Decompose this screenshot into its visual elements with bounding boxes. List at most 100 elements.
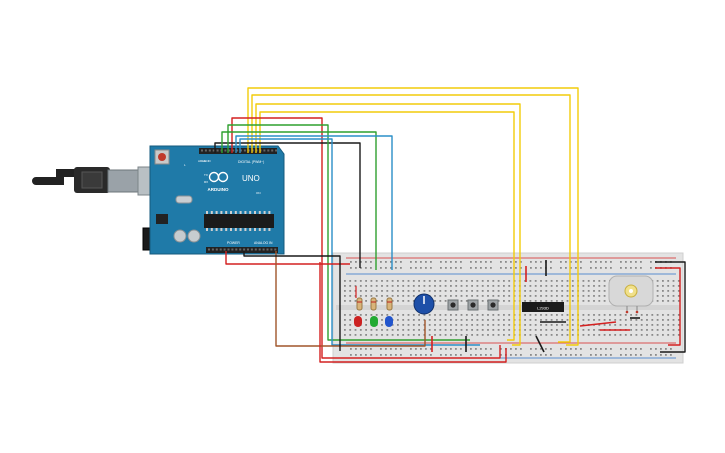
- breadboard-hole: [415, 261, 417, 263]
- breadboard-hole: [385, 348, 387, 350]
- breadboard-hole: [402, 329, 405, 331]
- breadboard-hole: [630, 267, 632, 269]
- breadboard-hole: [624, 324, 627, 326]
- breadboard-hole: [550, 300, 553, 302]
- breadboard-hole: [656, 329, 659, 331]
- breadboard-hole: [360, 354, 362, 356]
- breadboard-hole: [667, 285, 670, 287]
- breadboard-hole: [587, 314, 590, 316]
- breadboard-hole: [600, 354, 602, 356]
- breadboard-hole: [610, 261, 612, 263]
- breadboard-hole: [593, 314, 595, 316]
- breadboard-hole: [540, 354, 542, 356]
- breadboard-hole: [497, 334, 500, 336]
- breadboard-hole: [444, 324, 447, 326]
- breadboard-hole: [534, 314, 537, 316]
- breadboard-hole: [665, 348, 667, 350]
- breadboard-hole: [423, 290, 426, 292]
- breadboard-hole: [402, 280, 405, 282]
- breadboard-hole: [492, 324, 495, 326]
- breadboard-hole: [359, 295, 362, 297]
- breadboard-hole: [534, 329, 537, 331]
- breadboard-hole: [455, 267, 457, 269]
- breadboard-hole: [450, 324, 452, 326]
- breadboard-hole: [582, 334, 585, 336]
- breadboard-hole: [460, 324, 463, 326]
- breadboard-hole: [410, 267, 412, 269]
- rx-label: RX: [204, 180, 208, 184]
- breadboard-hole: [587, 319, 590, 321]
- usb-cable: [32, 169, 80, 185]
- breadboard-hole: [545, 324, 548, 326]
- breadboard-hole: [460, 314, 463, 316]
- breadboard-hole: [370, 329, 373, 331]
- breadboard-hole: [460, 267, 462, 269]
- breadboard-hole: [450, 314, 452, 316]
- breadboard-hole: [450, 295, 452, 297]
- breadboard-hole: [444, 295, 447, 297]
- breadboard-hole: [410, 348, 412, 350]
- breadboard-hole: [397, 280, 399, 282]
- header-pin: [212, 149, 215, 152]
- breadboard-hole: [582, 290, 585, 292]
- breadboard-hole: [370, 314, 373, 316]
- breadboard-hole: [365, 280, 367, 282]
- breadboard-hole: [390, 261, 392, 263]
- breadboard-hole: [640, 324, 643, 326]
- breadboard-hole: [418, 280, 420, 282]
- breadboard-hole: [402, 324, 405, 326]
- breadboard-hole: [381, 285, 383, 287]
- header-pin: [231, 248, 234, 251]
- header-pin: [274, 248, 277, 251]
- header-pin: [250, 248, 253, 251]
- breadboard-hole: [560, 261, 562, 263]
- breadboard-hole: [344, 314, 346, 316]
- analog-in-label: ANALOG IN: [254, 241, 273, 245]
- breadboard-hole: [580, 354, 582, 356]
- breadboard-hole: [529, 334, 532, 336]
- breadboard-hole: [571, 324, 574, 326]
- breadboard-hole: [587, 295, 590, 297]
- breadboard-hole: [540, 319, 542, 321]
- breadboard-hole: [566, 280, 569, 282]
- breadboard-hole: [535, 348, 537, 350]
- breadboard-hole: [470, 267, 472, 269]
- breadboard-hole: [391, 290, 394, 292]
- usb-plug-detail: [81, 171, 103, 189]
- breadboard-hole: [434, 290, 436, 292]
- breadboard-hole: [603, 324, 606, 326]
- breadboard-hole: [434, 334, 436, 336]
- breadboard-hole: [450, 261, 452, 263]
- breadboard-hole: [391, 285, 394, 287]
- breadboard-hole: [402, 314, 405, 316]
- breadboard-hole: [593, 300, 595, 302]
- breadboard-hole: [485, 267, 487, 269]
- header-pin: [240, 149, 242, 152]
- breadboard-hole: [620, 267, 622, 269]
- breadboard-hole: [470, 261, 472, 263]
- breadboard-hole: [646, 334, 648, 336]
- breadboard-hole: [349, 285, 352, 287]
- breadboard-hole: [508, 319, 511, 321]
- breadboard-hole: [529, 324, 532, 326]
- breadboard-hole: [625, 267, 627, 269]
- breadboard-hole: [625, 348, 627, 350]
- breadboard-hole: [439, 329, 442, 331]
- breadboard-hole: [603, 280, 606, 282]
- potentiometer: [413, 293, 435, 315]
- breadboard-hole: [475, 261, 477, 263]
- breadboard-hole: [508, 334, 511, 336]
- breadboard-hole: [370, 295, 373, 297]
- breadboard-hole: [400, 261, 402, 263]
- breadboard-hole: [630, 261, 632, 263]
- breadboard-hole: [556, 319, 558, 321]
- breadboard-hole: [359, 329, 362, 331]
- breadboard-hole: [412, 295, 415, 297]
- breadboard-hole: [370, 348, 372, 350]
- breadboard-hole: [510, 267, 512, 269]
- breadboard-hole: [455, 285, 458, 287]
- breadboard-hole: [520, 348, 522, 350]
- breadboard-hole: [475, 348, 477, 350]
- breadboard-hole: [630, 348, 632, 350]
- breadboard-hole: [492, 295, 495, 297]
